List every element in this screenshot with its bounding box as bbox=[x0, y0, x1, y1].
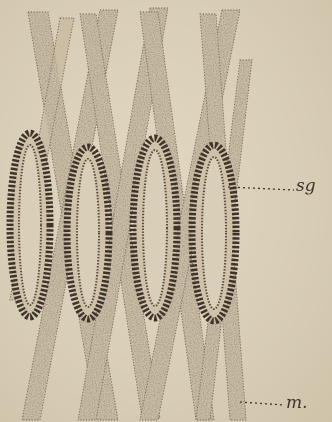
gland bbox=[10, 133, 50, 317]
leader-line-m bbox=[240, 402, 284, 405]
label-m: m. bbox=[286, 395, 308, 412]
label-sg: sg bbox=[296, 178, 316, 195]
leader-line-sg bbox=[228, 187, 294, 190]
gland bbox=[67, 147, 109, 319]
gland-sg bbox=[192, 145, 236, 321]
gland bbox=[133, 138, 177, 318]
